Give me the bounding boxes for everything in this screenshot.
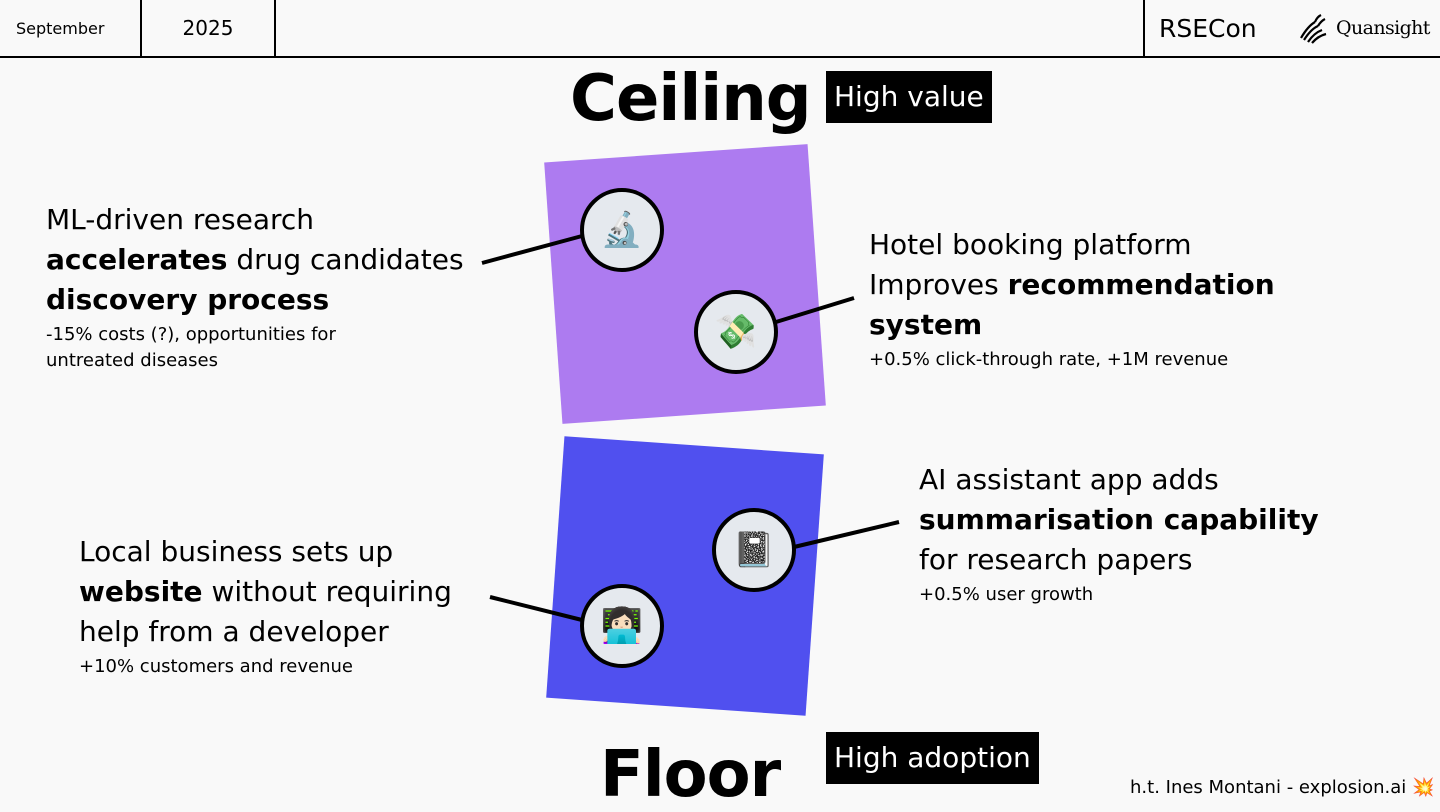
- example-ml-emphasis-accelerates: accelerates: [46, 243, 228, 276]
- example-ml-detail: -15% costs (?), opportunities for untrea…: [46, 322, 464, 374]
- example-ml-line2: accelerates drug candidates: [46, 240, 464, 280]
- example-ml-line3: discovery process: [46, 280, 464, 320]
- microscope-icon: 🔬: [580, 188, 664, 272]
- example-local-line1: Local business sets up: [79, 535, 394, 568]
- connector-hotel: [775, 296, 855, 324]
- header-year: 2025: [142, 0, 276, 56]
- technologist-icon: 👩🏻‍💻: [580, 584, 664, 668]
- quansight-logo-icon: [1300, 14, 1327, 44]
- connector-ml: [481, 234, 583, 265]
- credit-text: h.t. Ines Montani - explosion.ai: [1130, 777, 1407, 798]
- example-ml-research: ML-driven research accelerates drug cand…: [46, 200, 464, 374]
- example-ml-line2-rest: drug candidates: [227, 243, 464, 276]
- example-ml-emphasis-discovery: discovery process: [46, 283, 330, 316]
- credit-line: h.t. Ines Montani - explosion.ai 💥: [1130, 777, 1434, 798]
- example-ai-line2: summarisation capability: [919, 500, 1319, 540]
- example-ai-detail: +0.5% user growth: [919, 584, 1094, 605]
- example-ml-detail-line1: -15% costs (?), opportunities for: [46, 324, 336, 345]
- example-local-line3: help from a developer: [79, 615, 389, 648]
- quansight-logo-text: Quansight: [1336, 17, 1430, 39]
- example-ai-line3: for research papers: [919, 543, 1193, 576]
- example-hotel-line1: Hotel booking platform: [869, 228, 1192, 261]
- ceiling-label: Ceiling: [570, 62, 812, 136]
- high-adoption-tag: High adoption: [826, 732, 1039, 784]
- example-local-detail: +10% customers and revenue: [79, 656, 353, 677]
- example-ml-detail-line2: untreated diseases: [46, 350, 219, 371]
- example-hotel-emphasis-recommendation: recommendation: [1007, 268, 1275, 301]
- example-ai-assistant: AI assistant app adds summarisation capa…: [919, 460, 1319, 608]
- connector-ai: [793, 520, 900, 549]
- notebook-icon: 📓: [712, 508, 796, 592]
- collision-icon: 💥: [1412, 777, 1435, 798]
- example-local-business: Local business sets up website without r…: [79, 532, 452, 680]
- example-hotel-booking: Hotel booking platform Improves recommen…: [869, 225, 1275, 373]
- header-conference: RSECon: [1143, 0, 1440, 56]
- example-hotel-emphasis-system: system: [869, 308, 983, 341]
- example-local-line2-rest: without requiring: [202, 575, 452, 608]
- header-bar: September 2025 RSECon Quansight: [0, 0, 1440, 58]
- example-ai-line1: AI assistant app adds: [919, 463, 1219, 496]
- example-local-line2: website without requiring: [79, 572, 452, 612]
- example-hotel-line2: Improves recommendation: [869, 265, 1275, 305]
- money-with-wings-icon: 💸: [694, 290, 778, 374]
- example-hotel-line2-pre: Improves: [869, 268, 1008, 301]
- quansight-logo: Quansight: [1298, 12, 1430, 44]
- example-local-emphasis-website: website: [79, 575, 203, 608]
- example-ai-emphasis-summarisation: summarisation capability: [919, 503, 1319, 536]
- example-ml-line1: ML-driven research: [46, 203, 315, 236]
- connector-local: [489, 595, 583, 622]
- floor-label: Floor: [600, 738, 781, 812]
- header-month: September: [0, 0, 142, 56]
- example-hotel-line3: system: [869, 305, 1275, 345]
- example-hotel-detail: +0.5% click-through rate, +1M revenue: [869, 349, 1229, 370]
- high-value-tag: High value: [826, 71, 992, 123]
